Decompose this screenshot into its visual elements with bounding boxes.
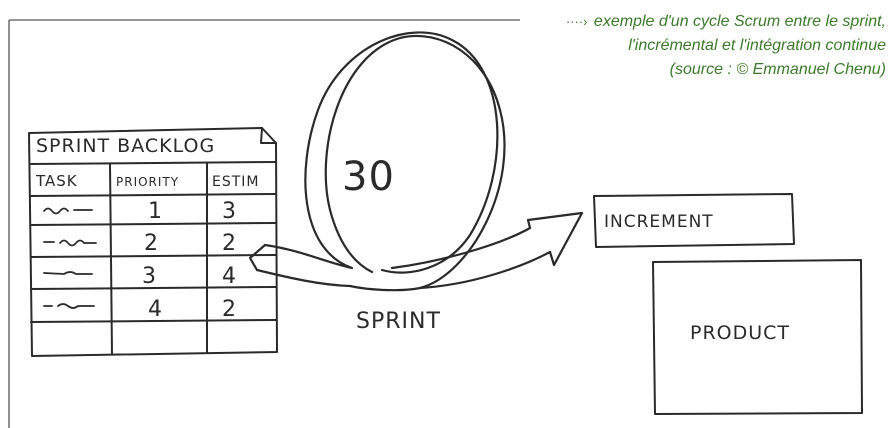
figure-caption: ····› exemple d'un cycle Scrum entre le … [466,10,886,82]
backlog-row-divider-1 [30,222,277,226]
priority-4: 4 [148,297,163,322]
arrow-band-top [390,226,532,270]
backlog-col-priority: PRIORITY [116,175,179,189]
priority-1: 1 [148,199,163,224]
estimate-3: 4 [222,264,237,289]
caption-line-2: l'incrémental et l'intégration continue [628,37,886,54]
estimate-1: 3 [222,199,237,224]
loop-inner [255,34,506,292]
backlog-folded-corner [260,127,277,144]
backlog-col-divider-1 [109,163,113,355]
product-label: PRODUCT [690,322,790,344]
arrow-head [526,211,584,267]
backlog-col-task: TASK [35,172,78,190]
task-scribble-1 [43,207,93,215]
backlog-title-divider [30,161,277,165]
increment-box [593,193,795,248]
backlog-title: SPRINT BACKLOG [36,135,215,157]
backlog-header-divider [30,193,277,197]
backlog-row-divider-3 [30,286,277,290]
product-box [652,259,863,415]
increment-label: INCREMENT [604,212,714,232]
sprint-loop-arrow [248,31,584,292]
sprint-label: SPRINT [356,309,441,334]
priority-2: 2 [144,231,159,256]
estimate-2: 2 [222,231,237,256]
caption-line-1-text: exemple d'un cycle Scrum entre le sprint… [593,13,886,30]
arrow-band-bottom [418,250,552,290]
arrow-tail-cap [248,243,267,272]
caption-line-1: ····› exemple d'un cycle Scrum entre le … [466,10,886,34]
backlog-col-estimate: ESTIM [212,174,260,190]
dotted-arrow-icon: ····› [565,14,588,29]
caption-line-3: (source : © Emmanuel Chenu) [669,61,886,78]
task-scribbles [43,207,97,309]
backlog-row-divider-2 [30,254,277,258]
backlog-row-divider-4 [30,319,277,323]
estimate-4: 2 [222,297,237,322]
task-scribble-3 [43,271,93,275]
task-scribble-4 [43,303,95,309]
priority-3: 3 [142,264,157,289]
sprint-duration: 30 [342,154,395,200]
loop-outer [263,31,499,274]
task-scribble-2 [43,239,97,247]
